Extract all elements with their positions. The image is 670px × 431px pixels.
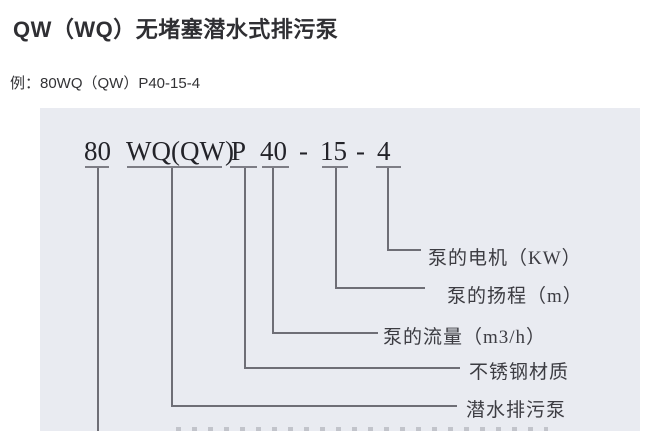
underline-material	[230, 166, 257, 168]
nomenclature-diagram-panel	[40, 108, 640, 431]
label-stainless-steel: 不锈钢材质	[469, 362, 570, 383]
cropped-text-remnant	[176, 427, 548, 431]
connector-material-vertical	[244, 168, 246, 369]
underline-series	[127, 166, 222, 168]
example-model-text: 例：80WQ（QW）P40-15-4	[10, 75, 201, 92]
underline-diameter	[85, 166, 109, 168]
code-segment-head: 15	[320, 136, 347, 166]
connector-series-vertical	[171, 168, 173, 407]
label-pump-flow: 泵的流量（m3/h）	[383, 327, 547, 348]
connector-diameter-vertical	[97, 168, 99, 431]
label-motor-power: 泵的电机（KW）	[428, 248, 582, 269]
underline-motor	[376, 166, 401, 168]
underline-head	[322, 166, 348, 168]
code-separator-dash: -	[356, 136, 365, 166]
code-segment-motor: 4	[377, 136, 391, 166]
connector-motor-horizontal	[387, 249, 421, 251]
connector-flow-vertical	[272, 168, 274, 334]
connector-head-horizontal	[335, 287, 425, 289]
page-title: QW（WQ）无堵塞潜水式排污泵	[13, 17, 339, 42]
connector-flow-horizontal	[272, 332, 378, 334]
connector-head-vertical	[335, 168, 337, 289]
label-submersible-sewage-pump: 潜水排污泵	[466, 400, 567, 421]
label-pump-head: 泵的扬程（m）	[447, 286, 583, 307]
code-separator-dash: -	[299, 136, 308, 166]
code-segment-flow: 40	[260, 136, 287, 166]
code-segment-series: WQ(QW)	[126, 136, 234, 166]
code-segment-material: P	[231, 136, 247, 166]
connector-motor-vertical	[387, 168, 389, 251]
underline-flow	[262, 166, 289, 168]
connector-material-horizontal	[244, 367, 460, 369]
code-segment-diameter: 80	[84, 136, 111, 166]
connector-series-horizontal	[171, 405, 457, 407]
